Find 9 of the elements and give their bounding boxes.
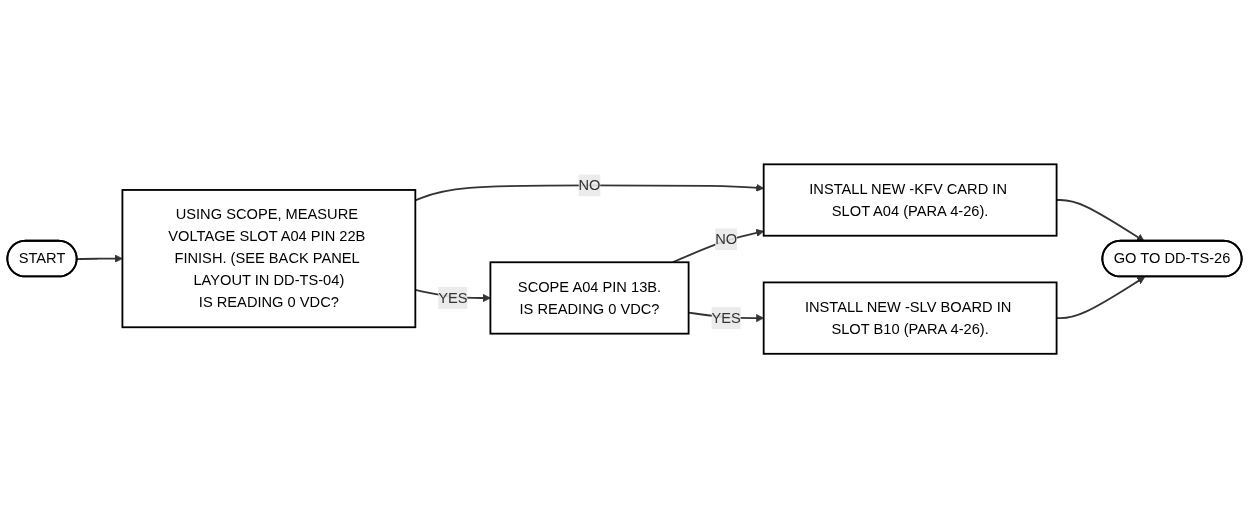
node-box: INSTALL NEW -SLV BOARD IN SLOT B10 (PARA 4-26). — [762, 281, 1058, 356]
node-box: SCOPE A04 PIN 13B. IS READING 0 VDC? — [489, 261, 690, 335]
node-box: INSTALL NEW -KFV CARD IN SLOT A04 (PARA 4-26). — [762, 163, 1058, 238]
edge-label: NO — [715, 231, 738, 248]
node-box: USING SCOPE, MEASURE VOLTAGE SLOT A04 PIN 22B FINISH. (SEE BACK PANEL LAYOUT IN DD-TS-04) IS READING 0 VDC? — [121, 189, 417, 329]
edge-label: NO — [578, 177, 601, 194]
arrow — [76, 255, 123, 264]
edge-label: YES — [711, 310, 741, 326]
edge-label: YES — [438, 290, 468, 306]
